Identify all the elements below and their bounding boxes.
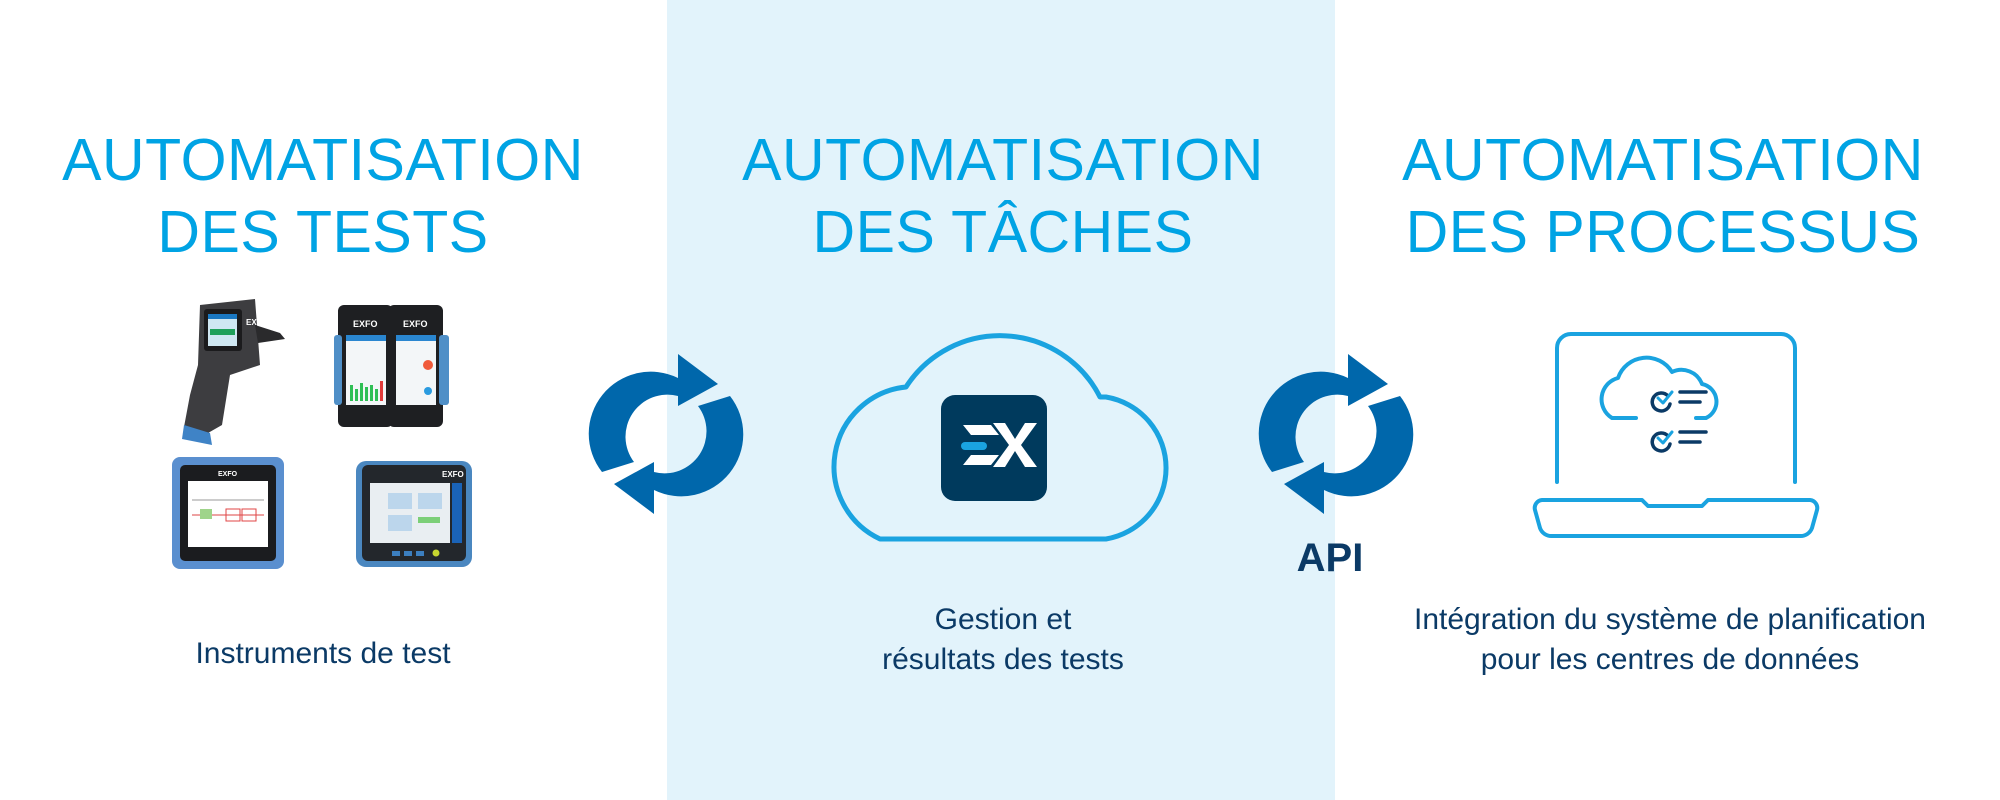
heading-task-automation: AUTOMATISATION DES TÂCHES (742, 127, 1264, 265)
svg-text:EXFO: EXFO (246, 318, 268, 327)
cloud-icon (810, 305, 1182, 547)
svg-text:EXFO: EXFO (218, 471, 238, 478)
tablet-otdr-icon: EXFO (172, 457, 284, 569)
caption-test-management: Gestion et résultats des tests (882, 603, 1124, 676)
handheld-meters-icon: EXFO EXFO (334, 305, 449, 427)
heading-process-automation: AUTOMATISATION DES PROCESSUS (1402, 127, 1924, 265)
tablet-platform-icon: EXFO (356, 461, 472, 567)
api-label: API (1296, 536, 1364, 580)
sync-arrows-icon (586, 344, 744, 524)
laptop-cloud-checklist-icon (1530, 330, 1822, 542)
column-test-automation: AUTOMATISATION DES TESTS Instruments de … (60, 0, 586, 800)
heading-test-automation: AUTOMATISATION DES TESTS (62, 127, 584, 265)
api-sync-arrows-icon (1256, 344, 1414, 524)
ex-logo (941, 395, 1047, 501)
test-instruments-image: EXFO EXFO EXFO (160, 295, 480, 585)
fiber-inspection-probe-icon: EXFO (182, 299, 285, 445)
column-process-automation: AUTOMATISATION DES PROCESSUS (1400, 0, 1926, 800)
column-task-automation: AUTOMATISATION DES TÂCHES Gestion et rés… (740, 0, 1266, 800)
svg-text:EXFO: EXFO (353, 319, 378, 329)
svg-text:EXFO: EXFO (403, 319, 428, 329)
caption-test-instruments: Instruments de test (195, 637, 451, 670)
svg-text:EXFO: EXFO (442, 470, 464, 479)
caption-planning-integration: Intégration du système de planification … (1414, 603, 1926, 676)
